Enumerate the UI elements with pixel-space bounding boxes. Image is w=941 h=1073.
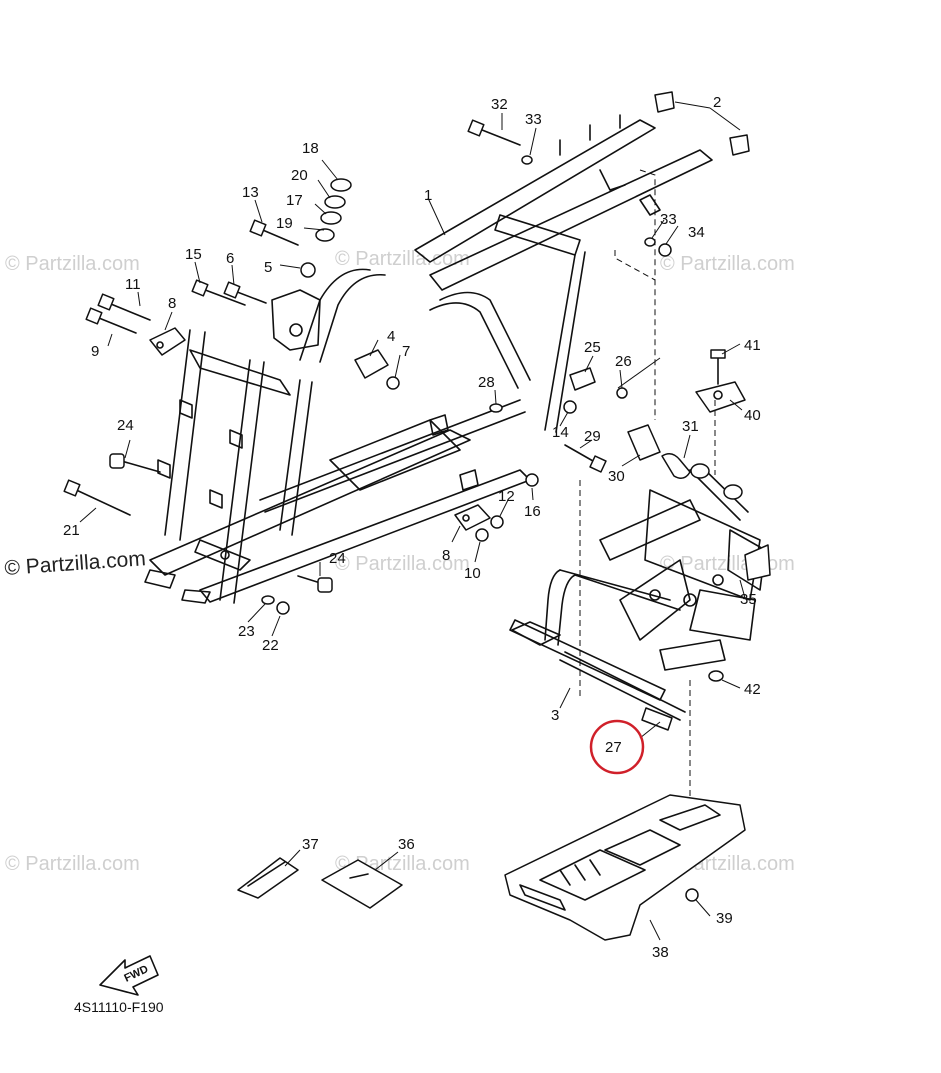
callout-39: 39 xyxy=(716,910,733,927)
callout-10: 10 xyxy=(464,565,481,582)
callout-15: 15 xyxy=(185,246,202,263)
callout-28: 28 xyxy=(478,374,495,391)
callout-4: 4 xyxy=(387,328,395,345)
callout-35: 35 xyxy=(740,591,757,608)
callout-24b: 24 xyxy=(329,550,346,567)
callout-19: 19 xyxy=(276,215,293,232)
skid-plate-drawing xyxy=(504,794,746,941)
callout-20: 20 xyxy=(291,167,308,184)
callout-2: 2 xyxy=(713,94,721,111)
diagram-code: 4S11110-F190 xyxy=(74,999,164,1015)
watermark: © Partzilla.com xyxy=(335,553,470,575)
callout-29: 29 xyxy=(584,428,601,445)
watermark: © Partzilla.com xyxy=(5,853,140,875)
callout-14: 14 xyxy=(552,424,569,441)
highlight-circle xyxy=(589,719,645,775)
watermark: © Partzilla.com xyxy=(5,253,140,275)
callout-30: 30 xyxy=(608,468,625,485)
callout-6: 6 xyxy=(226,250,234,267)
callout-33: 33 xyxy=(525,111,542,128)
main-frame-drawing xyxy=(144,114,713,604)
callout-9: 9 xyxy=(91,343,99,360)
callout-24: 24 xyxy=(117,417,134,434)
callout-8: 8 xyxy=(168,295,176,312)
callout-12: 12 xyxy=(498,488,515,505)
callout-16: 16 xyxy=(524,503,541,520)
callout-3: 3 xyxy=(551,707,559,724)
callout-42: 42 xyxy=(744,681,761,698)
callout-13: 13 xyxy=(242,184,259,201)
callout-labels: 1 2 3 4 5 6 7 8 8 9 10 11 12 13 14 15 16… xyxy=(63,94,761,961)
callout-17: 17 xyxy=(286,192,303,209)
bolt-32 xyxy=(476,127,521,146)
callout-5: 5 xyxy=(264,259,272,276)
callout-27: 27 xyxy=(605,739,622,756)
callout-34: 34 xyxy=(688,224,705,241)
leader-lines xyxy=(79,101,746,941)
watermark-overlay: © Partzilla.com xyxy=(4,547,147,580)
watermark: © Partzilla.com xyxy=(335,248,470,270)
callout-38: 38 xyxy=(652,944,669,961)
callout-25: 25 xyxy=(584,339,601,356)
callout-40: 40 xyxy=(744,407,761,424)
callout-32: 32 xyxy=(491,96,508,113)
callout-26: 26 xyxy=(615,353,632,370)
watermark: © Partzilla.com xyxy=(660,253,795,275)
callout-18: 18 xyxy=(302,140,319,157)
callout-1: 1 xyxy=(424,187,432,204)
callout-41: 41 xyxy=(744,337,761,354)
callout-36: 36 xyxy=(398,836,415,853)
callout-7: 7 xyxy=(402,343,410,360)
small-parts-drawing xyxy=(63,91,771,909)
callout-22: 22 xyxy=(262,637,279,654)
callout-8b: 8 xyxy=(442,547,450,564)
callout-23: 23 xyxy=(238,623,255,640)
callout-11: 11 xyxy=(125,276,141,293)
reference-lines xyxy=(579,169,716,800)
callout-37: 37 xyxy=(302,836,319,853)
watermarks: © Partzilla.com © Partzilla.com © Partzi… xyxy=(4,248,795,875)
callout-33b: 33 xyxy=(660,211,677,228)
callout-31: 31 xyxy=(682,418,699,435)
fwd-arrow-icon: FWD xyxy=(99,955,159,996)
callout-21: 21 xyxy=(63,522,80,539)
